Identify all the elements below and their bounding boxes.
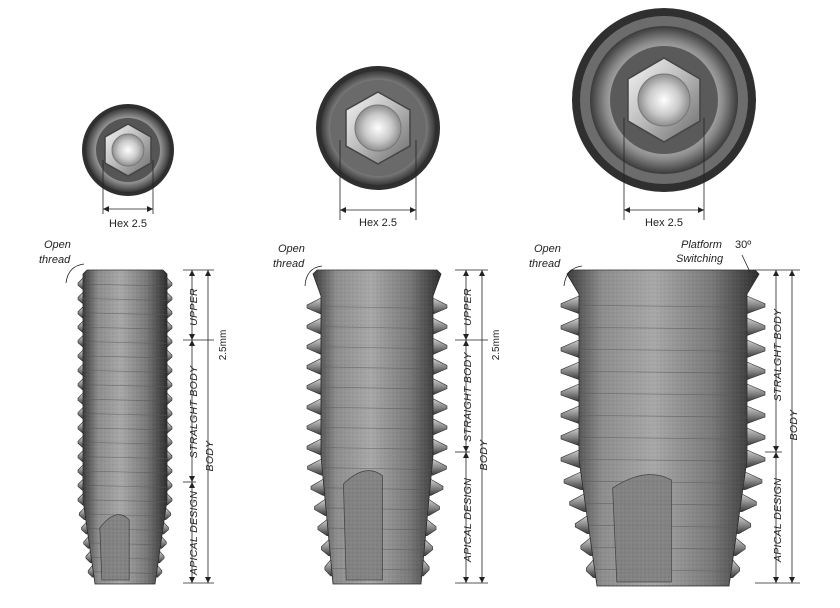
- apical-groove-texture: [612, 474, 672, 582]
- thread-line: [578, 458, 748, 462]
- implant-medium: [306, 269, 448, 585]
- thread-line: [82, 485, 168, 488]
- thread-line: [320, 386, 434, 390]
- body-label: BODY: [204, 440, 216, 472]
- straight-body-label: STRALGHT BODY: [188, 365, 200, 458]
- thread-line: [320, 447, 434, 450]
- open-thread-callout: Open thread: [529, 243, 583, 287]
- top-view-large: Hex 2.5: [572, 8, 756, 229]
- thread-line: [82, 312, 168, 316]
- thread-line: [578, 304, 748, 308]
- body-label: BODY: [788, 409, 800, 441]
- thread-line: [320, 406, 434, 410]
- thread-line: [82, 499, 168, 503]
- thread-line: [82, 369, 168, 373]
- apical-design-label: APICAL DESIGN: [462, 478, 474, 563]
- thread-line: [578, 436, 748, 440]
- straight-body-label: STRALGHT BODY: [772, 308, 784, 401]
- open-thread-callout: Open thread: [273, 243, 323, 287]
- apical-design-label: APICAL DESIGN: [772, 478, 784, 563]
- dimension-lines-small: [183, 269, 214, 584]
- thread-line: [578, 326, 748, 330]
- hex-label: Hex 2.5: [109, 218, 147, 230]
- thread-line: [578, 392, 748, 396]
- thread-line: [578, 370, 748, 374]
- thread-line: [82, 283, 168, 287]
- top-view-small: Hex 2.5: [82, 104, 174, 230]
- implant-large: [560, 269, 766, 587]
- length-label: 2.5mm: [491, 330, 502, 361]
- thread-line: [82, 384, 168, 388]
- open-thread-callout: Open thread: [39, 239, 85, 284]
- svg-text:Open: Open: [44, 239, 71, 251]
- thread-line: [82, 441, 168, 445]
- body-label: BODY: [478, 439, 490, 471]
- thread-line: [322, 467, 432, 470]
- dimension-lines-large: [755, 269, 800, 584]
- length-label: 2.5mm: [218, 330, 229, 361]
- angle-label: 30º: [735, 239, 751, 251]
- platform-switching-callout: Platform Switching 30º: [676, 239, 751, 273]
- thread-line: [320, 366, 434, 370]
- thread-line: [578, 348, 748, 352]
- straight-body-label: STRAIGHT BODY: [462, 351, 474, 441]
- thread-line: [82, 427, 168, 431]
- hex-label: Hex 2.5: [359, 217, 397, 229]
- hex-label: Hex 2.5: [645, 217, 683, 229]
- thread-line: [82, 341, 168, 344]
- thread-line: [82, 355, 168, 359]
- dimension-lines-medium: [455, 269, 488, 584]
- svg-text:Open: Open: [278, 243, 305, 255]
- dimension-arrows-small: [189, 270, 211, 583]
- thread-line: [82, 413, 168, 416]
- thread-line: [320, 346, 434, 350]
- thread-line: [320, 426, 434, 430]
- thread-line: [85, 513, 165, 517]
- thread-line: [578, 414, 748, 418]
- thread-line: [82, 298, 168, 301]
- svg-text:thread: thread: [273, 258, 305, 270]
- svg-text:thread: thread: [39, 254, 71, 266]
- thread-line: [82, 456, 168, 459]
- upper-label: UPPER: [462, 288, 474, 326]
- svg-text:thread: thread: [529, 258, 561, 270]
- thread-line: [82, 398, 168, 402]
- implant-small: [77, 269, 173, 585]
- apical-design-label: APICAL DESIGN: [188, 491, 200, 576]
- dimension-arrows-medium: [463, 270, 485, 583]
- top-view-medium: Hex 2.5: [316, 66, 440, 229]
- dimension-arrows-large: [773, 270, 795, 583]
- svg-text:Platform: Platform: [681, 239, 722, 251]
- svg-text:Open: Open: [534, 243, 561, 255]
- svg-text:Switching: Switching: [676, 253, 724, 265]
- thread-line: [320, 306, 434, 309]
- upper-label: UPPER: [188, 288, 200, 326]
- thread-line: [320, 326, 434, 329]
- thread-line: [82, 326, 168, 330]
- apical-groove-texture: [99, 514, 130, 580]
- implant-texture: [83, 270, 167, 584]
- thread-line: [82, 470, 168, 474]
- apical-groove-texture: [343, 470, 383, 580]
